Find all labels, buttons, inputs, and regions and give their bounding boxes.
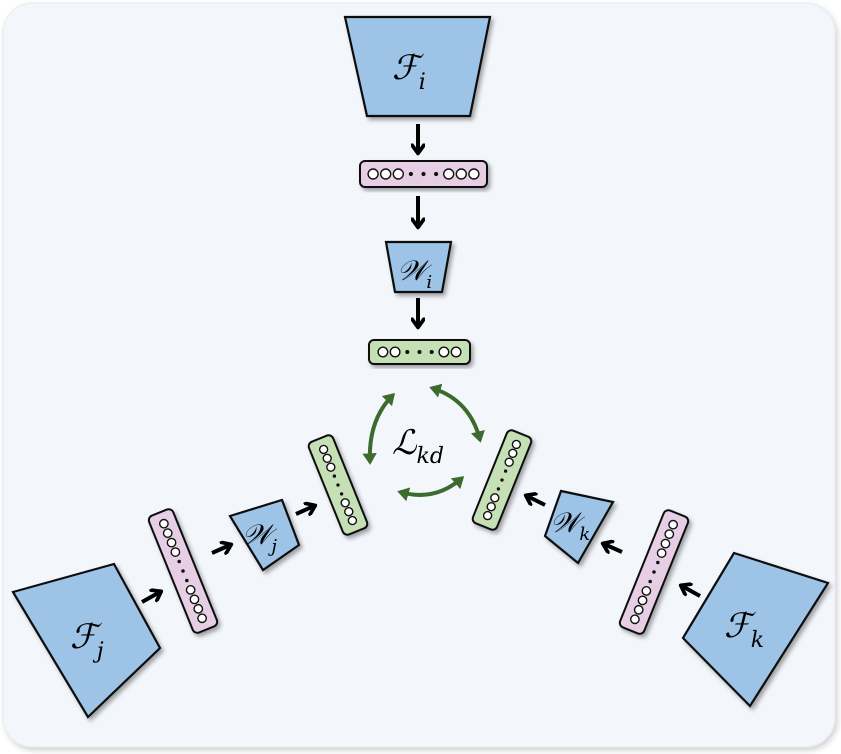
node-open <box>197 613 208 624</box>
node-open <box>508 448 518 458</box>
arrow-feature-to-wk <box>604 544 623 552</box>
node-open <box>443 168 455 180</box>
node-dot <box>434 171 439 177</box>
node-open <box>166 537 177 548</box>
feature-extractor-k-block <box>681 551 830 708</box>
projector-wk-block <box>543 489 615 565</box>
node-open <box>438 346 450 358</box>
cycle-arrow-bottom <box>397 476 465 502</box>
node-open <box>347 515 358 526</box>
node-dot <box>417 349 422 355</box>
node-dot <box>652 570 656 574</box>
node-dot <box>648 579 652 584</box>
node-open <box>482 510 493 521</box>
node-open <box>340 498 350 508</box>
kd-loss-label: ℒkd <box>392 423 444 469</box>
projected-vector-j-nodes <box>318 444 358 526</box>
node-open <box>455 168 467 180</box>
node-dot <box>177 559 181 564</box>
node-dot <box>503 469 508 473</box>
node-dot <box>500 478 504 482</box>
node-dot <box>656 560 660 565</box>
arrow-wk-to-projected <box>527 496 546 507</box>
feature-vector-i-nodes <box>367 168 480 180</box>
node-open <box>511 439 522 450</box>
node-open <box>377 346 389 358</box>
node-open <box>633 604 644 615</box>
node-open <box>504 457 514 467</box>
projector-wi-block <box>384 240 453 294</box>
arrow-fk-to-feature <box>682 586 701 598</box>
node-open <box>158 518 169 529</box>
node-open <box>641 586 652 596</box>
node-open <box>490 493 500 503</box>
node-open <box>668 519 678 530</box>
arrow-fj-to-feature <box>141 592 160 604</box>
node-dot <box>339 492 344 496</box>
node-dot <box>421 171 426 177</box>
arrow-feature-to-wj <box>211 545 230 553</box>
node-dot <box>496 487 501 491</box>
feature-extractor-i-block <box>343 15 492 118</box>
node-open <box>189 594 200 605</box>
node-open <box>326 462 336 472</box>
projected-vector-k-nodes <box>482 439 522 521</box>
node-dot <box>408 171 413 177</box>
feature-extractor-j-block <box>11 562 162 719</box>
node-dot <box>181 569 185 573</box>
node-open <box>367 168 379 180</box>
node-open <box>450 346 462 358</box>
arrow-wj-to-projected <box>295 506 314 514</box>
feature-vector-k-nodes <box>630 519 678 625</box>
node-open <box>318 444 329 455</box>
node-open <box>193 603 204 614</box>
feature-extractor-k-label: ℱk <box>724 606 764 653</box>
node-open <box>486 502 496 512</box>
node-open <box>389 346 401 358</box>
node-open <box>162 528 173 539</box>
node-open <box>656 548 667 558</box>
node-open <box>664 529 675 540</box>
node-dot <box>429 349 434 355</box>
node-open <box>344 507 354 517</box>
node-open <box>185 585 196 595</box>
node-open <box>637 595 648 606</box>
node-dot <box>336 483 340 487</box>
projector-wj-block <box>228 498 301 572</box>
node-open <box>322 453 332 463</box>
cycle-arrow-left <box>362 392 396 465</box>
node-dot <box>405 349 410 355</box>
cycle-arrow-top-right <box>429 383 485 443</box>
projected-vector-i-nodes <box>377 346 462 358</box>
feature-vector-j-nodes <box>158 518 208 624</box>
node-open <box>170 547 181 557</box>
node-dot <box>185 578 189 583</box>
node-open <box>660 538 671 549</box>
node-dot <box>332 474 337 478</box>
node-open <box>468 168 480 180</box>
node-open <box>392 168 404 180</box>
node-open <box>380 168 392 180</box>
node-open <box>630 614 640 625</box>
